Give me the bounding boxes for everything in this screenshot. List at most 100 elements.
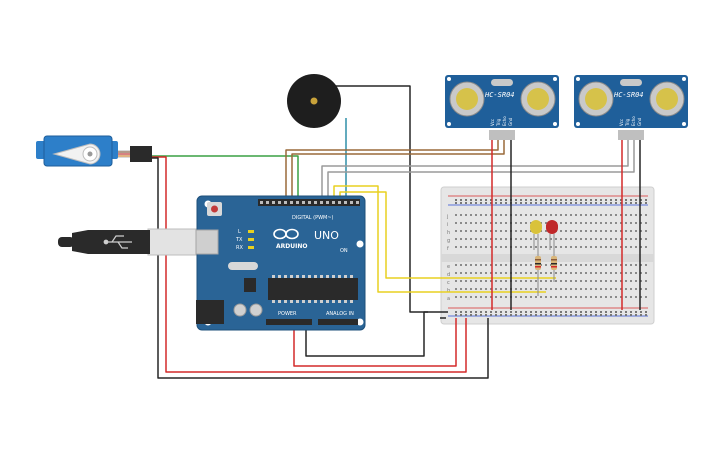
hole: [640, 214, 642, 216]
hole: [600, 246, 602, 248]
hole: [640, 272, 642, 274]
wire-servo-power: [152, 156, 467, 373]
hole: [475, 296, 477, 298]
hole: [470, 288, 472, 290]
hole: [490, 214, 492, 216]
hole: [585, 214, 587, 216]
hole: [620, 264, 622, 266]
hole: [570, 314, 572, 316]
hole: [610, 272, 612, 274]
hole: [570, 264, 572, 266]
hole: [585, 288, 587, 290]
hole: [630, 288, 632, 290]
hole: [505, 199, 507, 201]
hole: [470, 214, 472, 216]
hole: [640, 264, 642, 266]
wire-servo-signal: [152, 155, 299, 202]
hole: [555, 288, 557, 290]
hole: [495, 214, 497, 216]
hole: [600, 314, 602, 316]
hole: [550, 246, 552, 248]
hole: [480, 280, 482, 282]
hole: [460, 311, 462, 313]
hole: [500, 230, 502, 232]
hole: [600, 311, 602, 313]
hole: [635, 296, 637, 298]
hole: [590, 238, 592, 240]
hole: [620, 199, 622, 201]
hole: [465, 280, 467, 282]
hole: [610, 238, 612, 240]
hole: [490, 230, 492, 232]
hole: [630, 296, 632, 298]
hole: [555, 214, 557, 216]
hole: [555, 202, 557, 204]
hole: [505, 272, 507, 274]
hole: [302, 275, 305, 278]
hole: [515, 199, 517, 201]
hole: [520, 246, 522, 248]
hole: [605, 214, 607, 216]
hole: [635, 222, 637, 224]
hole: [296, 300, 299, 303]
hole: [545, 296, 547, 298]
hole: [560, 314, 562, 316]
hole: [475, 214, 477, 216]
hole: [615, 264, 617, 266]
hole: [590, 296, 592, 298]
usb-icon: [103, 235, 132, 249]
hole: [475, 280, 477, 282]
hole: [555, 311, 557, 313]
hole: [560, 246, 562, 248]
hole: [460, 214, 462, 216]
hole: [585, 311, 587, 313]
hole: [338, 201, 341, 204]
hole: [565, 214, 567, 216]
pin-label: Vcc: [619, 119, 624, 126]
hole: [570, 296, 572, 298]
hole: [555, 314, 557, 316]
wire-led-yellow: [333, 185, 546, 293]
power-jack: [196, 300, 224, 324]
hole: [525, 214, 527, 216]
hole: [520, 272, 522, 274]
hole: [530, 214, 532, 216]
hole: [580, 199, 582, 201]
hole: [610, 296, 612, 298]
hole: [535, 311, 537, 313]
hole: [565, 246, 567, 248]
hole: [585, 202, 587, 204]
hole: [565, 288, 567, 290]
hole: [595, 214, 597, 216]
hole: [485, 288, 487, 290]
hole: [620, 246, 622, 248]
hole: [260, 201, 263, 204]
hole: [640, 238, 642, 240]
wire-sensor1-echo: [291, 140, 505, 202]
hole: [585, 199, 587, 201]
hole: [520, 288, 522, 290]
hole: [635, 202, 637, 204]
usb-port: [195, 229, 219, 255]
hole: [475, 314, 477, 316]
hole: [545, 230, 547, 232]
hole: [470, 311, 472, 313]
hole: [575, 199, 577, 201]
hole: [505, 264, 507, 266]
hole: [485, 222, 487, 224]
hole: [460, 230, 462, 232]
hole: [490, 238, 492, 240]
row-letter: j: [446, 214, 448, 220]
hole: [460, 280, 462, 282]
hole: [595, 222, 597, 224]
hole: [560, 311, 562, 313]
hole: [525, 280, 527, 282]
hole: [460, 314, 462, 316]
hole: [635, 246, 637, 248]
hole: [465, 311, 467, 313]
hole: [545, 199, 547, 201]
hole: [615, 199, 617, 201]
hole: [595, 288, 597, 290]
hole: [585, 280, 587, 282]
hole: [590, 246, 592, 248]
